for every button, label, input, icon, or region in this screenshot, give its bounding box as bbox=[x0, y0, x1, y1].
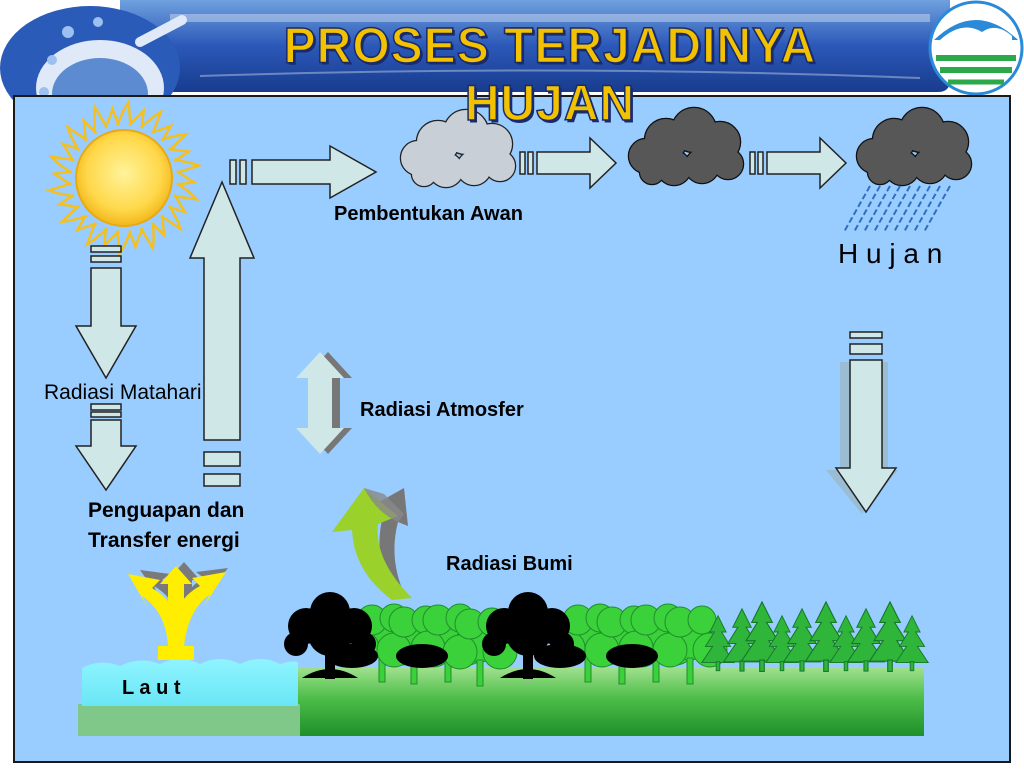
page-title: PROSES TERJADINYA HUJAN bbox=[283, 18, 817, 133]
label-cloud-formation: Pembentukan Awan bbox=[334, 203, 523, 225]
label-evaporation-line1: Penguapan dan bbox=[88, 499, 245, 522]
label-solar-radiation: Radiasi Matahari bbox=[44, 381, 202, 404]
ground bbox=[298, 668, 924, 736]
sea-water bbox=[82, 659, 298, 706]
arrow-evaporation-icon bbox=[128, 562, 228, 660]
label-sea: L a u t bbox=[122, 677, 181, 699]
arrow-to-cloud-formation bbox=[229, 144, 378, 200]
arrow-rain-down bbox=[826, 331, 898, 514]
label-atmospheric-radiation: Radiasi Atmosfer bbox=[360, 399, 524, 421]
label-rain: H u j a n bbox=[838, 238, 943, 269]
arrow-cloud-to-cloud-1 bbox=[519, 136, 618, 190]
label-evaporation-line2: Transfer energi bbox=[88, 529, 240, 552]
sun-icon bbox=[44, 98, 204, 258]
arrow-evaporation-rise bbox=[188, 180, 256, 487]
arrow-earth-radiation bbox=[332, 488, 412, 600]
bmkg-logo-icon bbox=[928, 0, 1024, 96]
forest-dark-trees bbox=[284, 592, 658, 679]
arrow-solar-radiation-lower bbox=[74, 403, 138, 492]
sea-bed bbox=[78, 704, 300, 736]
label-earth-radiation: Radiasi Bumi bbox=[446, 553, 573, 575]
arrow-solar-radiation-upper bbox=[74, 245, 138, 380]
arrow-atmospheric-radiation bbox=[296, 352, 352, 454]
arrow-cloud-to-cloud-2 bbox=[749, 136, 848, 190]
